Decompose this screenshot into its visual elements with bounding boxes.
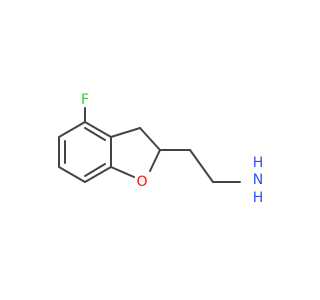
ethylamine-chain	[159, 149, 241, 183]
bond-c7-c6	[58, 166, 86, 183]
bond-o1-c7a	[110, 166, 135, 178]
bond-c5-c4	[58, 121, 86, 138]
bond-c2-o1	[149, 149, 161, 172]
nitrogen-hydrogen-h2-bottom: H	[253, 190, 264, 206]
bond-c4-c3a-inner	[84, 127, 106, 141]
nitrogen-atom-label: N	[253, 172, 263, 188]
chemical-structure-diagram: F O N H H	[58, 92, 264, 206]
bond-c4-c3a	[84, 121, 112, 138]
bond-c3-c2	[139, 127, 161, 151]
bond-c7a-c7-inner	[84, 163, 106, 177]
oxygen-atom-label: O	[136, 174, 147, 190]
nitrogen-hydrogen-h2-top: H	[253, 155, 264, 171]
dihydrofuran-ring	[110, 127, 161, 178]
benzene-ring	[58, 121, 112, 183]
bond-ca-cb	[189, 149, 214, 183]
fluorine-atom-label: F	[81, 92, 89, 108]
bond-c7a-c7	[84, 166, 112, 183]
bond-c3a-c3	[110, 127, 141, 138]
